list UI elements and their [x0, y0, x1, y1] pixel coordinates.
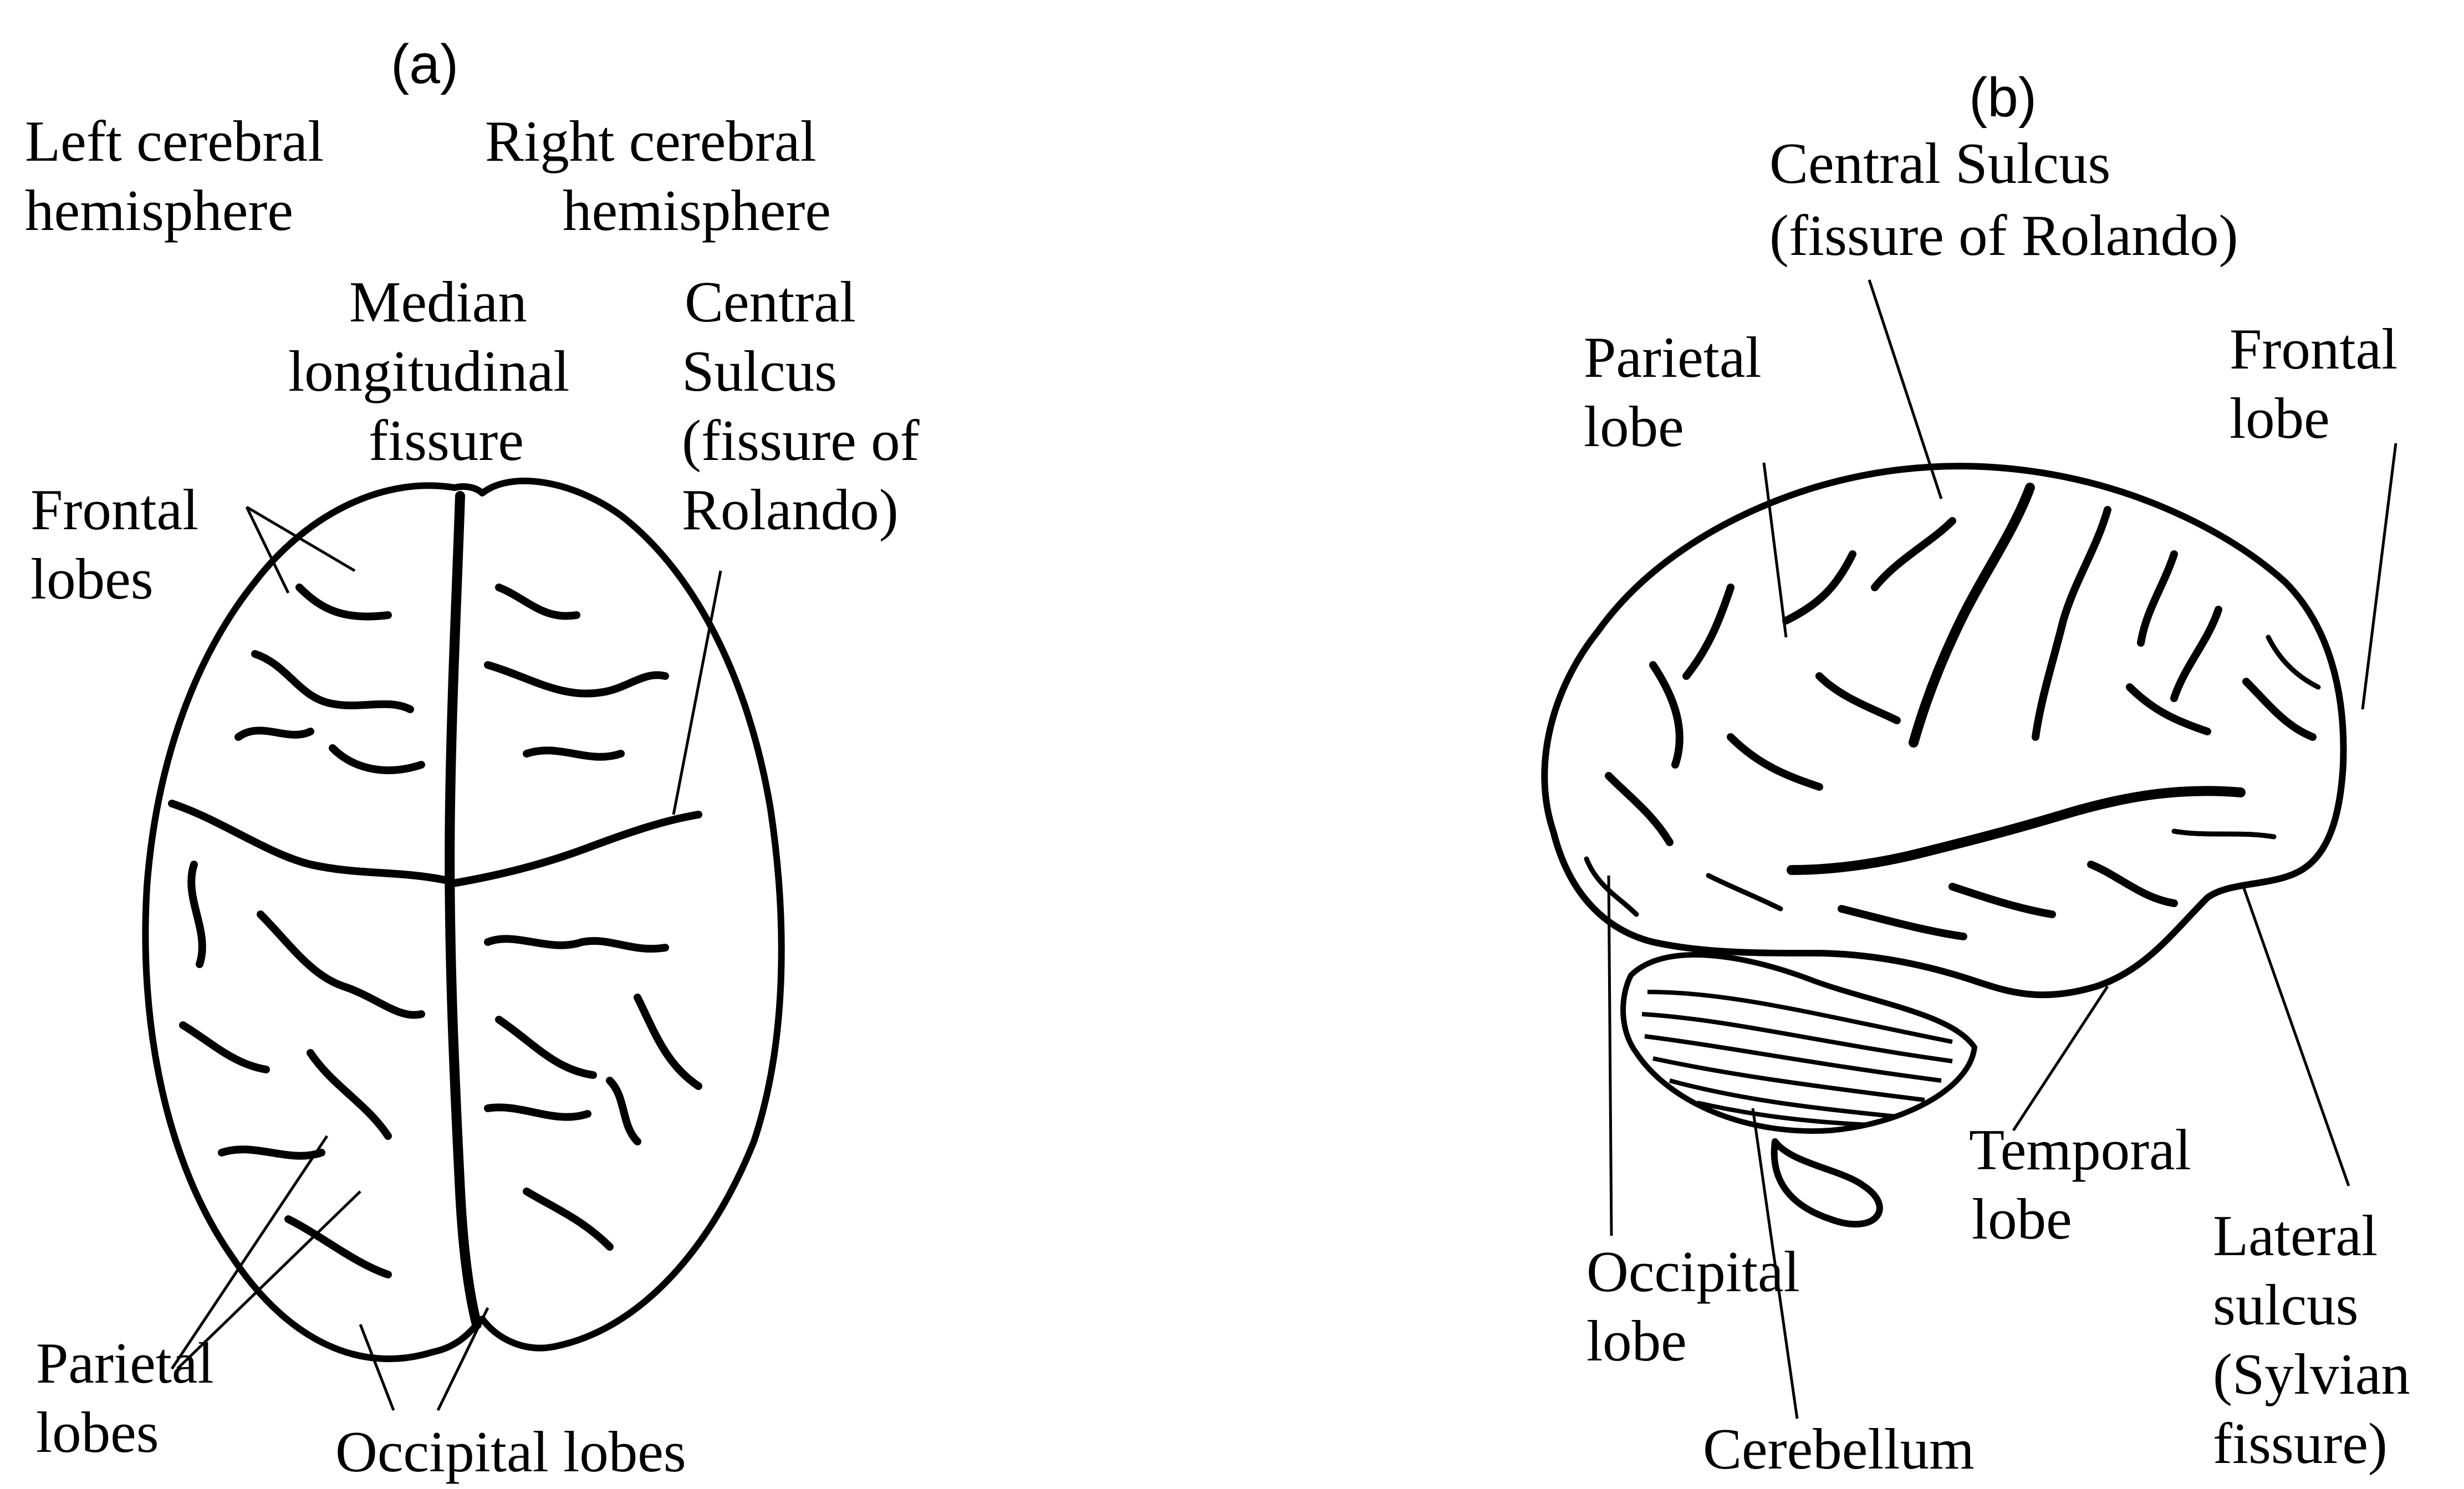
label-occipital-lobes: Occipital lobes [335, 1419, 686, 1484]
label-frontal-lobe-line2: lobe [2230, 386, 2330, 451]
label-parietal-lobe-line1: Parietal [1584, 325, 1762, 390]
lateral-view-figure: (b) Central Sulcus (fissure of Rolando) … [1232, 0, 2464, 1489]
label-lateral-sulcus-line4: fissure) [2213, 1411, 2388, 1476]
panel-a-superior-view: (a) Left cerebral hemisphere Right cereb… [0, 0, 1232, 1489]
label-central-sulcus-a-line2: Sulcus [682, 339, 837, 403]
label-temporal-lobe-line2: lobe [1972, 1186, 2072, 1251]
label-central-sulcus-a-line1: Central [685, 269, 856, 334]
superior-view-figure: (a) Left cerebral hemisphere Right cereb… [0, 0, 1232, 1489]
label-occipital-lobe-line2: lobe [1586, 1308, 1687, 1373]
label-left-hemisphere-line2: hemisphere [25, 178, 293, 243]
label-frontal-lobes-line1: Frontal [30, 477, 198, 542]
label-median-fissure-line1: Median [349, 269, 527, 334]
label-frontal-lobes-line2: lobes [30, 546, 154, 611]
label-median-fissure-line2: longitudinal [288, 339, 569, 403]
label-occipital-lobe-line1: Occipital [1586, 1239, 1800, 1304]
label-central-sulcus-a-line3: (fissure of [682, 408, 920, 473]
label-central-sulcus-a-line4: Rolando) [682, 477, 899, 542]
label-median-fissure-line3: fissure [369, 408, 524, 473]
panel-b-label: (b) [1969, 66, 2037, 129]
label-cerebellum: Cerebellum [1703, 1416, 1975, 1481]
label-parietal-lobes-line1: Parietal [36, 1331, 214, 1395]
label-left-hemisphere-line1: Left cerebral [25, 109, 324, 173]
brainstem [1774, 1142, 1880, 1224]
label-lateral-sulcus-line3: (Sylvian [2213, 1342, 2410, 1406]
label-temporal-lobe-line1: Temporal [1969, 1117, 2191, 1182]
label-parietal-lobe-line2: lobe [1584, 394, 1684, 459]
label-lateral-sulcus-line2: sulcus [2213, 1272, 2359, 1337]
label-right-hemisphere-line1: Right cerebral [485, 109, 817, 173]
panel-b-lateral-view: (b) Central Sulcus (fissure of Rolando) … [1232, 0, 2464, 1489]
panel-a-label: (a) [391, 33, 458, 95]
label-right-hemisphere-line2: hemisphere [563, 178, 831, 243]
label-parietal-lobes-line2: lobes [36, 1400, 159, 1465]
label-lateral-sulcus-line1: Lateral [2213, 1203, 2378, 1268]
label-central-sulcus-b-line2: (fissure of Rolando) [1769, 203, 2238, 268]
label-frontal-lobe-line1: Frontal [2230, 316, 2397, 381]
label-central-sulcus-b-line1: Central Sulcus [1769, 131, 2110, 196]
brain-outline-lateral [1544, 466, 2343, 995]
